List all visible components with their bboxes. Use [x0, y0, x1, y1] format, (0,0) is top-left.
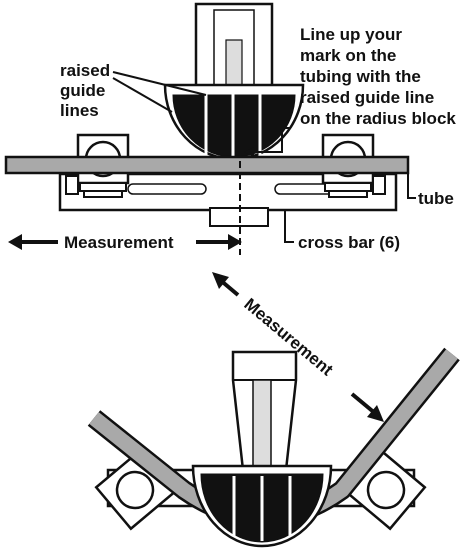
raised-guide-line-2: guide [60, 81, 105, 100]
bottom-bender-assembly [87, 347, 460, 548]
instruction-leader [250, 127, 290, 153]
cross-bar-leader [284, 210, 294, 243]
tube-leader [407, 172, 416, 199]
bottom-shaft-slot [252, 379, 272, 469]
raised-guide-line-1: raised [60, 61, 110, 80]
raised-guide-line-3: lines [60, 101, 99, 120]
guide-leader-1 [112, 71, 207, 96]
measurement-top-arrow [8, 234, 242, 250]
measurement-top-label: Measurement [64, 233, 174, 252]
instruction-line-1: Line up your [300, 25, 402, 44]
instruction-line-4: raised guide line [300, 88, 434, 107]
tube-label: tube [418, 189, 454, 208]
instruction-line-2: mark on the [300, 46, 396, 65]
instruction-line-3: tubing with the [300, 67, 421, 86]
cross-bar-label: cross bar (6) [298, 233, 400, 252]
straight-tube [4, 155, 410, 175]
top-bender-assembly [4, 2, 410, 255]
cross-bar-slot-left [127, 183, 207, 195]
instruction-arrowhead [244, 147, 254, 157]
measurement-bottom-arrow [212, 272, 384, 422]
guide-leader-2 [112, 77, 173, 113]
instruction-line-5: on the radius block [300, 109, 456, 128]
instruction-label: Line up your mark on the tubing with the… [300, 25, 456, 128]
raised-guide-label: raised guide lines [60, 61, 110, 120]
